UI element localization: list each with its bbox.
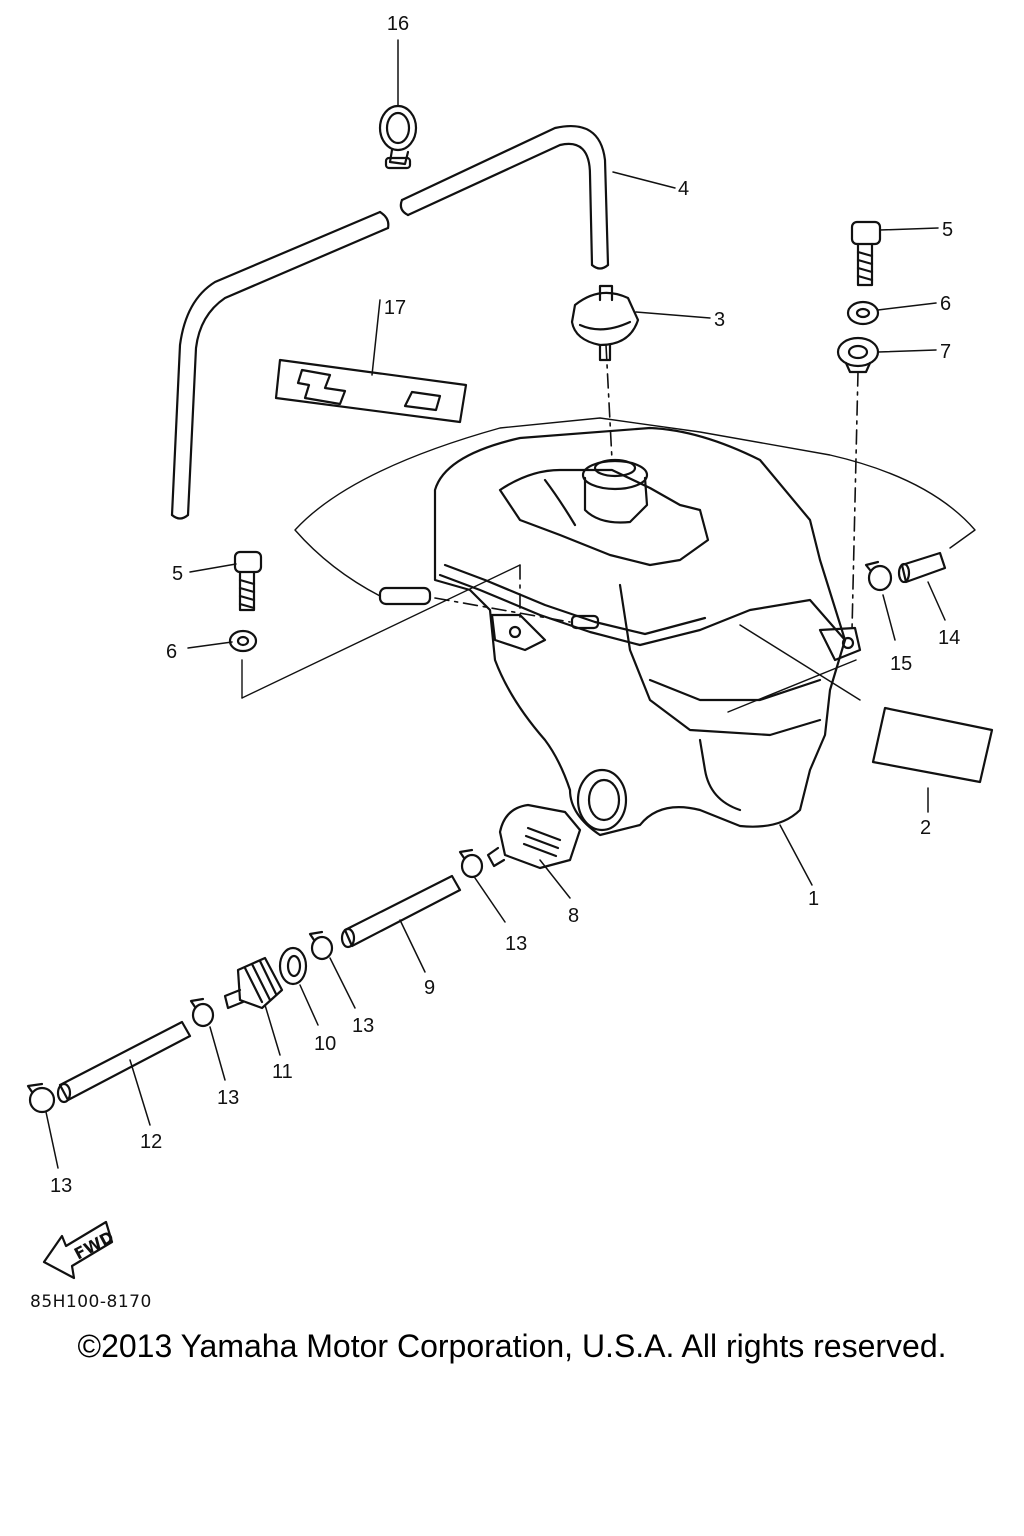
callout-1: 1 <box>808 888 819 910</box>
callout-11: 11 <box>272 1061 293 1083</box>
part-14-hose <box>897 551 947 584</box>
callout-9: 9 <box>424 977 435 999</box>
callout-10: 10 <box>314 1033 336 1055</box>
part-16-hose-clip <box>378 104 418 170</box>
copyright-notice: ©2013 Yamaha Motor Corporation, U.S.A. A… <box>77 1328 947 1364</box>
assembly-lines <box>434 344 859 631</box>
part-9-fuel-hose <box>340 874 462 949</box>
part-2-label-sticker <box>871 706 994 784</box>
part-6-washer-right <box>846 300 880 326</box>
callout-13-c: 13 <box>217 1087 239 1109</box>
callout-17: 17 <box>384 297 406 319</box>
callout-6-right: 6 <box>940 293 951 315</box>
part-15-clip <box>864 560 893 592</box>
part-12-fuel-hose-long <box>56 1020 192 1104</box>
callout-6-left: 6 <box>166 641 177 663</box>
callout-15: 15 <box>890 653 912 675</box>
callout-5-left: 5 <box>172 563 183 585</box>
part-8-strainer <box>486 803 582 870</box>
part-6-washer-left <box>228 629 258 653</box>
part-5-bolt-left <box>233 550 263 612</box>
part-10-washer <box>278 946 308 986</box>
callout-3: 3 <box>714 309 725 331</box>
callout-labels: 16 4 5 6 3 7 17 5 6 14 15 2 1 8 13 9 13 … <box>50 13 960 1197</box>
callout-7: 7 <box>940 341 951 363</box>
callout-16: 16 <box>387 13 409 35</box>
part-3-filler-cap <box>570 284 640 362</box>
part-13-clip-c <box>189 997 215 1028</box>
part-11-fuel-cock <box>223 956 284 1010</box>
callout-13-b: 13 <box>352 1015 374 1037</box>
callout-12: 12 <box>140 1131 162 1153</box>
part-4-breather-hose <box>170 125 610 520</box>
callout-8: 8 <box>568 905 579 927</box>
callout-13-a: 13 <box>505 933 527 955</box>
part-13-clip-b <box>308 930 334 961</box>
diagram-code: 85H100-8170 <box>30 1292 152 1312</box>
outline-lines <box>241 417 976 713</box>
fwd-arrow: FWD <box>42 1220 117 1280</box>
callout-2: 2 <box>920 817 931 839</box>
part-13-clip-a <box>458 848 484 879</box>
part-1-fuel-tank <box>378 426 862 837</box>
part-17-decal <box>274 358 468 424</box>
leader-lines <box>45 39 946 1169</box>
callout-5-right: 5 <box>942 219 953 241</box>
part-5-bolt-right <box>850 220 882 287</box>
part-7-grommet <box>836 336 880 374</box>
callout-13-d: 13 <box>50 1175 72 1197</box>
callout-4: 4 <box>678 178 689 200</box>
callout-14: 14 <box>938 627 960 649</box>
part-13-clip-d <box>26 1082 56 1114</box>
